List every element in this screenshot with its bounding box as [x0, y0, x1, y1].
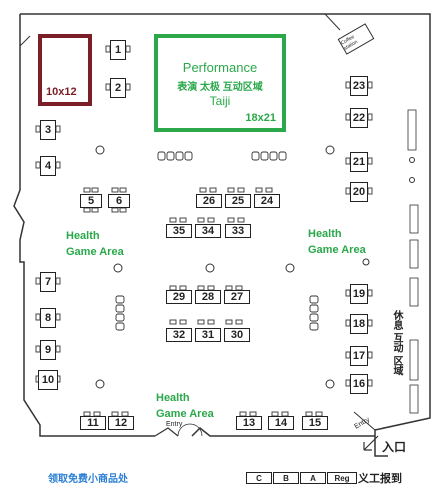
table-8: 8 — [40, 308, 56, 328]
registration-desk-reg: Reg — [327, 472, 357, 484]
table-2: 2 — [110, 78, 126, 98]
table-25: 25 — [225, 194, 251, 208]
table-31: 31 — [195, 328, 221, 342]
free-gift-label: 领取免费小商品处 — [48, 474, 128, 485]
table-9: 9 — [40, 340, 56, 360]
health-bottom-line1: Health — [156, 392, 190, 404]
table-13: 13 — [236, 416, 262, 430]
table-17: 17 — [350, 346, 368, 366]
table-12: 12 — [108, 416, 134, 430]
table-10: 10 — [38, 370, 58, 390]
table-33: 33 — [225, 224, 251, 238]
table-18: 18 — [350, 314, 368, 334]
performance-subtitle-en: Taiji — [209, 94, 231, 108]
registration-desk-b: B — [273, 472, 299, 484]
table-16: 16 — [350, 374, 368, 394]
table-32: 32 — [166, 328, 192, 342]
table-23: 23 — [350, 76, 368, 96]
table-7: 7 — [40, 272, 56, 292]
table-14: 14 — [268, 416, 294, 430]
table-3: 3 — [40, 120, 56, 140]
health-left-line1: Health — [66, 230, 100, 242]
table-20: 20 — [350, 182, 368, 202]
table-4: 4 — [40, 156, 56, 176]
health-right-line1: Health — [308, 228, 342, 240]
health-area-left: Health Game Area — [66, 228, 124, 260]
performance-area: Performance 表演 太极 互动区域 Taiji 18x21 — [154, 34, 286, 132]
table-35: 35 — [166, 224, 192, 238]
table-26: 26 — [196, 194, 222, 208]
rest-area-label: 休息 互动 区域 — [391, 310, 402, 376]
booth-10x12-label: 10x12 — [46, 86, 77, 98]
registration-desk-c: C — [246, 472, 272, 484]
health-area-right: Health Game Area — [308, 226, 366, 258]
performance-subtitle-cn: 表演 太极 互动区域 — [177, 82, 263, 93]
health-bottom-line2: Game Area — [156, 408, 214, 420]
table-19: 19 — [350, 284, 368, 304]
entry-bottom-label: Entry — [166, 421, 183, 428]
table-29: 29 — [166, 290, 192, 304]
entrance-label: 入口 — [382, 440, 407, 454]
booth-10x12: 10x12 — [38, 34, 92, 106]
health-right-line2: Game Area — [308, 244, 366, 256]
table-1: 1 — [110, 40, 126, 60]
table-24: 24 — [254, 194, 280, 208]
table-15: 15 — [302, 416, 328, 430]
table-30: 30 — [224, 328, 250, 342]
registration-label: 义工报到 — [358, 473, 402, 485]
table-34: 34 — [195, 224, 221, 238]
health-area-bottom: Health Game Area — [156, 390, 214, 422]
registration-desk-a: A — [300, 472, 326, 484]
table-6: 6 — [108, 194, 130, 208]
table-22: 22 — [350, 108, 368, 128]
table-11: 11 — [80, 416, 106, 430]
table-21: 21 — [350, 152, 368, 172]
performance-title: Performance — [182, 60, 258, 75]
table-28: 28 — [195, 290, 221, 304]
performance-size: 18x21 — [245, 112, 276, 124]
table-5: 5 — [80, 194, 102, 208]
health-left-line2: Game Area — [66, 246, 124, 258]
table-27: 27 — [224, 290, 250, 304]
